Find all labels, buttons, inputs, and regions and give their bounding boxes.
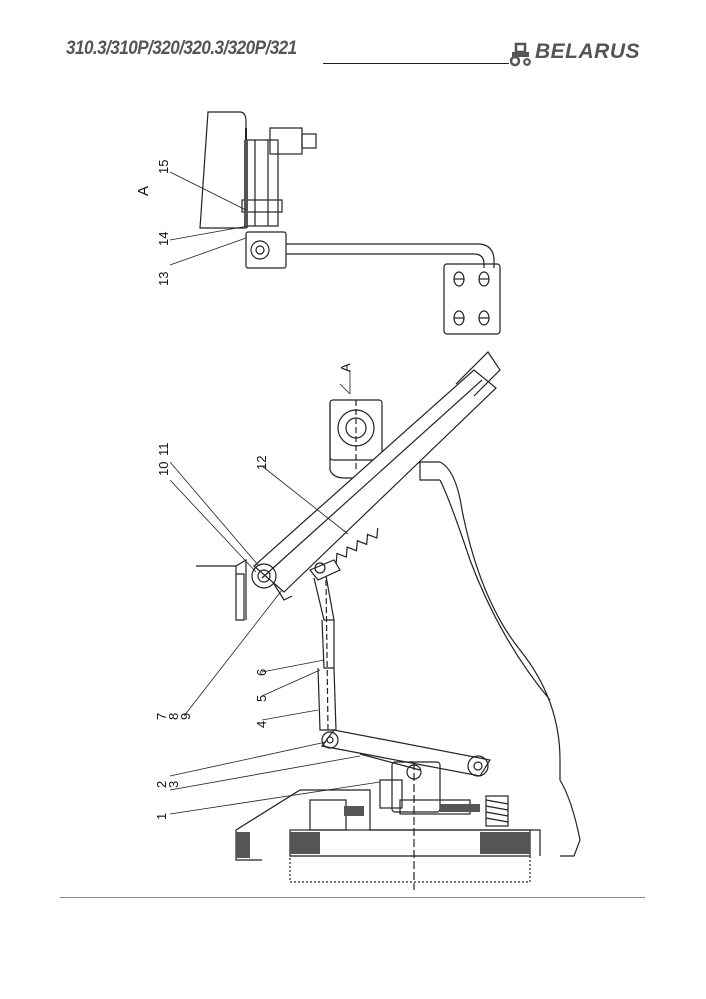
view-label: A bbox=[135, 186, 152, 196]
brand-name: BELARUS bbox=[535, 40, 641, 63]
callout-2: 2 bbox=[154, 781, 169, 788]
callout-5: 5 bbox=[254, 695, 269, 702]
callout-11: 11 bbox=[156, 443, 171, 457]
callout-3: 3 bbox=[166, 781, 181, 788]
callout-15: 15 bbox=[156, 160, 171, 174]
callout-1: 1 bbox=[154, 813, 169, 820]
callout-14: 14 bbox=[156, 232, 171, 246]
callout-9: 9 bbox=[178, 713, 193, 720]
tractor-icon bbox=[509, 42, 531, 67]
view-arrow-label: A bbox=[338, 363, 353, 372]
header-rule bbox=[323, 63, 509, 64]
callout-4: 4 bbox=[254, 721, 269, 728]
callout-13: 13 bbox=[156, 272, 171, 286]
callout-12: 12 bbox=[254, 456, 269, 470]
footer-rule bbox=[60, 897, 645, 898]
page-title: 310.3/310P/320/320.3/320P/321 bbox=[66, 38, 297, 59]
callout-10: 10 bbox=[156, 462, 171, 476]
callout-8: 8 bbox=[166, 713, 181, 720]
callout-6: 6 bbox=[254, 669, 269, 676]
callout-7: 7 bbox=[154, 713, 169, 720]
